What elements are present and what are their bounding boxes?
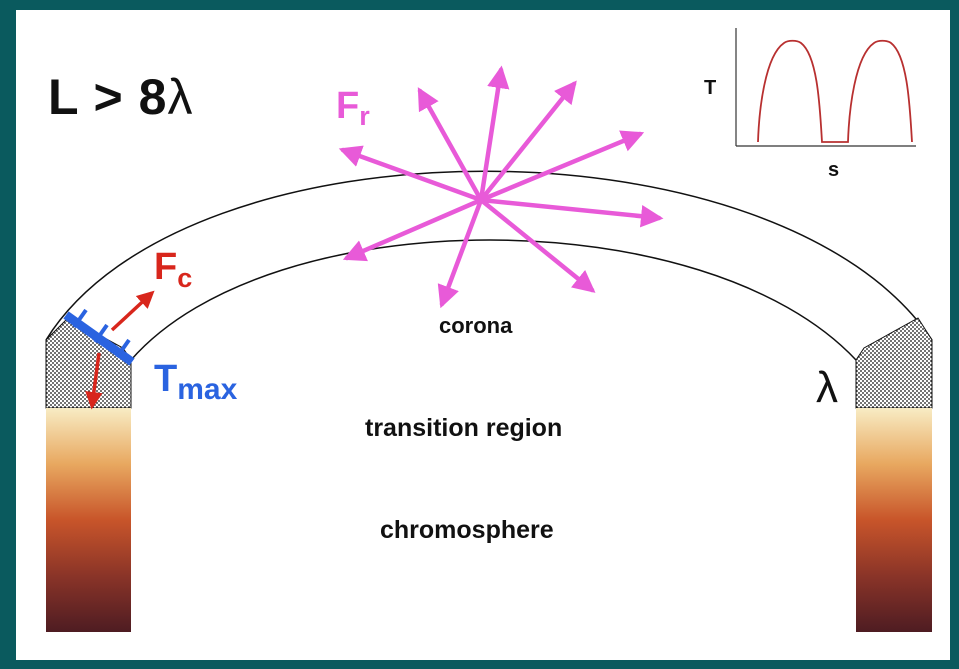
- coronal-loop-diagram: [45, 28, 933, 632]
- greater-than-sign: >: [93, 69, 124, 125]
- tmax-label: Tmax: [154, 358, 237, 405]
- radiative-flux-arrows: [338, 65, 664, 309]
- chromosphere-label: chromosphere: [380, 516, 554, 544]
- inset-x-label: s: [828, 159, 840, 181]
- corona-label: corona: [439, 313, 513, 338]
- right-transition-region: [855, 317, 933, 409]
- transition-region-label: transition region: [365, 414, 563, 442]
- fr-arrow: [478, 65, 510, 203]
- inset-y-label: T: [704, 77, 717, 99]
- multiplier: 8: [138, 69, 168, 125]
- temperature-symbol: T: [154, 358, 178, 400]
- fr-arrow: [478, 197, 596, 293]
- loop-length-condition: L > 8λ: [48, 72, 193, 122]
- flux-symbol: F: [336, 85, 360, 127]
- slide-panel: L > 8λ Fr Fc Tmax corona transition regi…: [16, 10, 950, 660]
- tmax-marker: [63, 308, 135, 366]
- temperature-profile-inset: [735, 28, 916, 147]
- left-chromosphere-column: [46, 408, 131, 632]
- conductive-subscript: c: [177, 263, 193, 293]
- fr-arrow: [338, 145, 484, 203]
- right-chromosphere-column: [856, 408, 932, 632]
- flux-symbol: F: [154, 246, 178, 288]
- fc-down-arrow: [85, 352, 103, 410]
- fr-arrow: [437, 197, 484, 309]
- fr-arrow: [478, 197, 664, 228]
- max-subscript: max: [177, 373, 238, 406]
- loop-length-symbol: L: [48, 69, 79, 125]
- scale-height-label: λ: [816, 363, 838, 412]
- fr-arrow: [478, 130, 645, 203]
- fr-arrow: [342, 197, 484, 262]
- radiative-flux-label: Fr: [336, 85, 370, 130]
- fr-arrow: [417, 87, 484, 203]
- conductive-flux-label: Fc: [154, 246, 192, 292]
- loop-inner-edge: [130, 239, 857, 361]
- radiative-subscript: r: [359, 101, 370, 131]
- fc-up-arrow: [110, 290, 155, 332]
- fr-arrow: [478, 80, 577, 203]
- inset-temperature-curve: [757, 39, 913, 143]
- lambda-symbol: λ: [167, 69, 194, 125]
